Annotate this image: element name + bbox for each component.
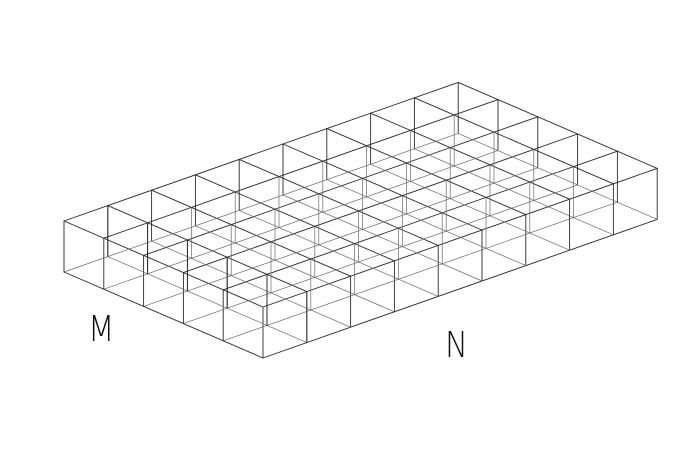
cube-edge-0	[262, 167, 658, 308]
cube-edge-77	[222, 201, 618, 342]
label-m: M	[88, 309, 115, 350]
cube-edge-3	[143, 116, 539, 256]
cube-edge-80	[103, 150, 499, 290]
cube-edge-1	[222, 150, 618, 291]
cube-edge-7	[107, 205, 308, 293]
cube-edge-84	[151, 240, 351, 328]
cube-edge-85	[195, 225, 395, 313]
cube-edge-82	[63, 271, 264, 359]
cube-edge-11	[282, 143, 483, 231]
cube-edge-6	[63, 220, 264, 308]
cube-edge-8	[151, 189, 352, 277]
cube-edge-13	[370, 112, 571, 200]
cube-edge-90	[414, 148, 614, 236]
cube-edge-87	[282, 194, 483, 282]
cube-edge-76	[262, 218, 658, 359]
cube-edge-4	[103, 99, 499, 239]
cube-edge-86	[238, 210, 439, 297]
cube-edge-83	[107, 256, 308, 343]
cube-edge-15	[457, 81, 658, 169]
cube-edge-91	[457, 133, 658, 220]
cube-edge-14	[413, 97, 614, 185]
cube-edge-10	[238, 158, 439, 246]
cube-edge-2	[182, 133, 579, 274]
cube-edge-89	[370, 163, 570, 251]
cube-edge-9	[194, 174, 395, 262]
cube-edge-12	[326, 128, 527, 216]
label-n: N	[445, 325, 468, 366]
cube-edge-78	[183, 184, 578, 324]
cube-edge-81	[63, 133, 459, 273]
cube-edge-88	[326, 179, 527, 266]
cube-edge-5	[63, 81, 459, 222]
cube-edge-79	[143, 167, 539, 307]
